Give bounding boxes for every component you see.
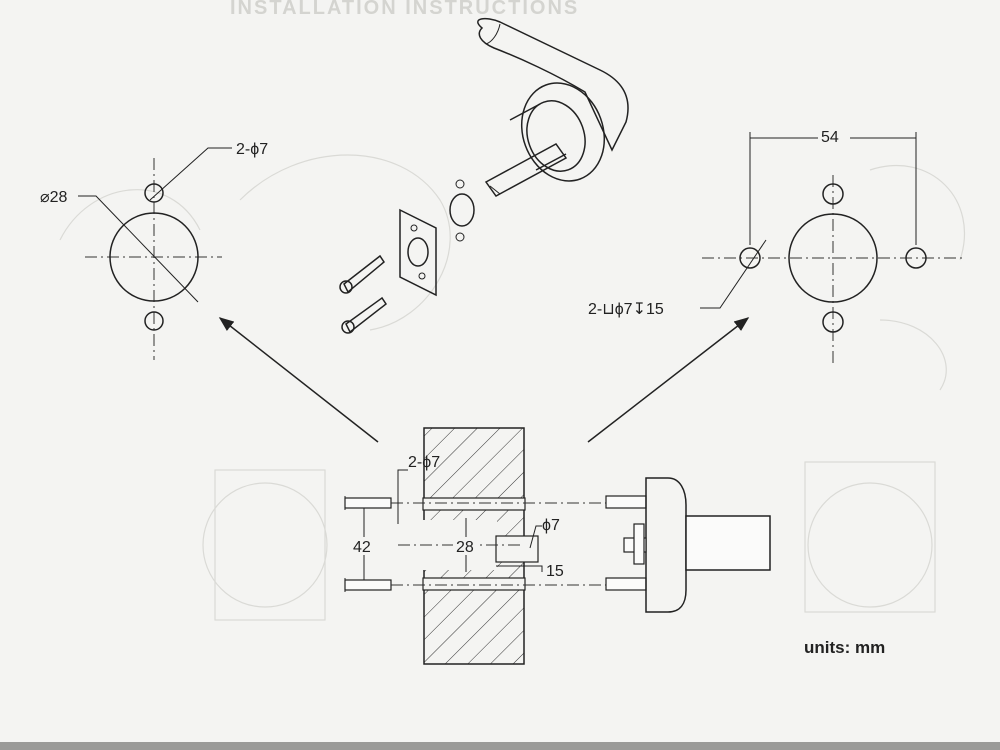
arrow-to-left-pattern — [218, 317, 379, 443]
depth-15-label: 15 — [546, 563, 564, 580]
spacing-42-label: 42 — [353, 539, 371, 556]
background-ghost-marks: INSTALLATION INSTRUCTIONS — [59, 0, 966, 621]
screw-hole-left — [739, 247, 761, 269]
screw-hole-bottom — [822, 311, 844, 333]
screw-hole-bottom — [144, 311, 164, 331]
arrow-to-right-pattern — [587, 317, 750, 443]
small-hole-label: 2-ϕ7 — [236, 141, 268, 158]
screw-hole-top — [822, 183, 844, 205]
exploded-handle-assembly — [339, 17, 629, 334]
through-hole-label: 2-ϕ7 — [408, 454, 440, 471]
counterbore-label: 2-⊔ϕ7↧15 — [588, 301, 664, 318]
spacing-54-label: 54 — [821, 129, 839, 146]
small-bore-label: ϕ7 — [542, 517, 560, 534]
scan-edge — [0, 742, 1000, 750]
bore-28-label: 28 — [456, 539, 474, 556]
door-section-view: 42 28 2-ϕ7 ϕ7 15 — [344, 427, 771, 665]
screw-hole-right — [905, 247, 927, 269]
header-text: INSTALLATION INSTRUCTIONS — [230, 0, 579, 19]
screw-hole-top — [144, 183, 164, 203]
main-hole — [788, 213, 878, 303]
main-hole-28 — [109, 212, 199, 302]
right-hole-pattern: 54 2-⊔ϕ7↧15 — [588, 126, 966, 366]
units-label: units: mm — [804, 638, 885, 657]
left-hole-pattern: 2-ϕ7 ⌀28 — [40, 141, 268, 360]
main-hole-label: ⌀28 — [40, 189, 68, 206]
